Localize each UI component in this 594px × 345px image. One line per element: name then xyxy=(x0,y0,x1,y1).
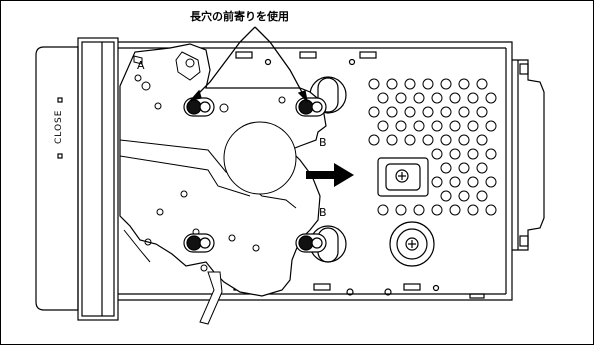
vent-hole xyxy=(404,78,416,90)
vent-hole xyxy=(395,120,407,132)
vent-hole xyxy=(431,148,443,160)
label-b-upper: B xyxy=(319,136,327,149)
vent-hole xyxy=(476,162,488,174)
vent-hole xyxy=(449,92,461,104)
vent-hole xyxy=(413,204,425,216)
vent-hole xyxy=(467,176,479,188)
vent-hole xyxy=(404,106,416,118)
caption-leader-lines xyxy=(189,26,309,103)
vent-hole xyxy=(431,204,443,216)
vent-hole xyxy=(458,134,470,146)
caption-text: 長穴の前寄りを使用 xyxy=(190,9,289,23)
slot-upper-left xyxy=(183,97,215,117)
vent-hole xyxy=(449,120,461,132)
vent-hole xyxy=(467,120,479,132)
vent-hole xyxy=(422,134,434,146)
vent-hole xyxy=(377,120,389,132)
chassis-bosses xyxy=(309,76,435,267)
vent-hole xyxy=(422,78,434,90)
vent-hole xyxy=(377,92,389,104)
vent-hole xyxy=(395,204,407,216)
vent-hole xyxy=(431,120,443,132)
mounting-plate-details xyxy=(119,51,297,325)
vent-hole xyxy=(440,78,452,90)
vent-hole xyxy=(413,92,425,104)
vent-hole xyxy=(386,78,398,90)
vent-hole xyxy=(467,92,479,104)
vent-hole xyxy=(449,204,461,216)
slot-upper-right xyxy=(295,97,327,117)
vent-hole xyxy=(467,204,479,216)
vent-hole xyxy=(458,78,470,90)
vent-hole xyxy=(440,134,452,146)
vent-hole xyxy=(440,162,452,174)
label-b-lower: B xyxy=(319,206,327,219)
vent-hole xyxy=(386,106,398,118)
slot-lower-left xyxy=(183,233,215,253)
vent-hole xyxy=(449,176,461,188)
vent-hole xyxy=(476,106,488,118)
vent-hole xyxy=(368,78,380,90)
vent-hole xyxy=(440,190,452,202)
vent-hole xyxy=(485,176,497,188)
vent-hole xyxy=(422,106,434,118)
vent-hole xyxy=(485,92,497,104)
vent-hole xyxy=(404,134,416,146)
direction-arrow xyxy=(306,163,354,187)
vent-hole xyxy=(395,92,407,104)
vent-hole xyxy=(368,134,380,146)
vent-hole xyxy=(485,148,497,160)
vent-hole xyxy=(440,106,452,118)
vent-hole xyxy=(386,134,398,146)
label-a: A xyxy=(137,59,145,72)
slotted-holes xyxy=(183,97,327,253)
vent-hole xyxy=(431,92,443,104)
vent-hole xyxy=(413,120,425,132)
mounting-plate xyxy=(119,43,327,297)
vent-hole xyxy=(485,204,497,216)
vent-hole xyxy=(458,190,470,202)
slot-lower-right xyxy=(295,233,327,253)
vent-hole xyxy=(431,176,443,188)
vent-hole xyxy=(476,78,488,90)
ventilation-holes xyxy=(368,78,497,216)
vent-hole xyxy=(485,120,497,132)
vent-hole xyxy=(476,134,488,146)
vent-hole xyxy=(467,148,479,160)
front-bezel xyxy=(35,37,119,321)
vent-hole xyxy=(449,148,461,160)
vent-hole xyxy=(377,204,389,216)
vent-hole xyxy=(458,106,470,118)
close-label: CLOSE xyxy=(54,110,64,144)
vent-hole xyxy=(476,190,488,202)
vent-hole xyxy=(368,106,380,118)
chassis-body xyxy=(118,41,545,301)
vent-hole xyxy=(458,162,470,174)
